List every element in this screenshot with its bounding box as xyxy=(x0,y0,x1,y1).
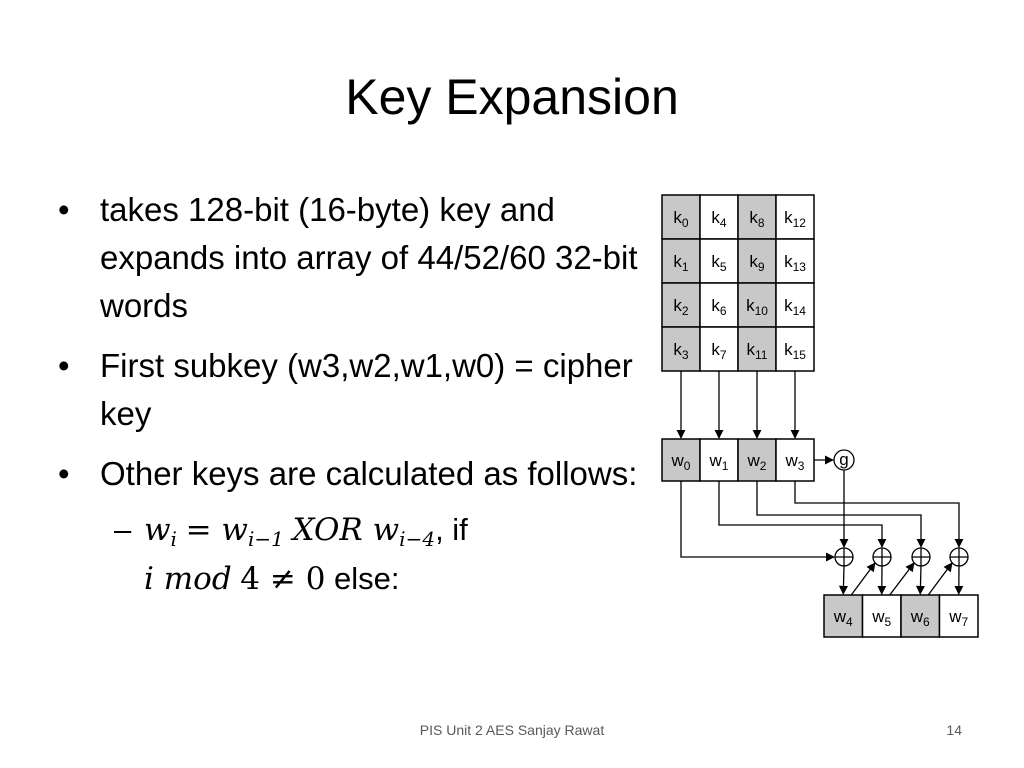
sub-bullet-dash: – xyxy=(114,512,132,547)
key-cell: k6 xyxy=(699,282,739,328)
svg-text:k10: k10 xyxy=(746,296,768,318)
word-cell: w1 xyxy=(699,438,739,482)
xor-icon xyxy=(834,547,854,567)
svg-text:k13: k13 xyxy=(784,252,806,274)
key-cell: k12 xyxy=(775,194,815,240)
word-cell: w2 xyxy=(737,438,777,482)
svg-text:w1: w1 xyxy=(709,451,729,473)
formula-wi-4: wi−4 xyxy=(372,512,436,551)
word-row: w0 w1 w2 w3 xyxy=(661,438,815,482)
xor-icon xyxy=(872,547,892,567)
bullet-text: takes 128-bit (16-byte) key and expands … xyxy=(100,191,638,324)
svg-text:w2: w2 xyxy=(747,451,767,473)
key-cell: k3 xyxy=(661,326,701,372)
key-cell: k11 xyxy=(737,326,777,372)
formula-equals: = xyxy=(185,512,222,548)
svg-text:w5: w5 xyxy=(871,607,891,629)
svg-text:k11: k11 xyxy=(747,340,768,362)
key-cell: k1 xyxy=(661,238,701,284)
arrow-line xyxy=(718,481,887,548)
svg-text:k4: k4 xyxy=(711,208,727,230)
svg-text:w0: w0 xyxy=(671,451,691,473)
footer-text: PIS Unit 2 AES Sanjay Rawat xyxy=(419,722,605,738)
svg-text:k2: k2 xyxy=(673,296,689,318)
xor-icon xyxy=(911,547,931,567)
formula-wi: wi xyxy=(144,512,177,551)
bullet-dot: • xyxy=(58,191,70,228)
svg-text:w4: w4 xyxy=(833,607,853,629)
arrow-line xyxy=(927,562,953,596)
arrow-line xyxy=(838,565,849,595)
arrow-line xyxy=(680,481,835,562)
g-function: g xyxy=(833,449,855,471)
formula-wi-1: wi−1 xyxy=(221,512,284,551)
page-number: 14 xyxy=(946,722,962,738)
key-cell: k9 xyxy=(737,238,777,284)
arrow-line xyxy=(850,562,876,596)
bullet-text: First subkey (w3,w2,w1,w0) = cipher key xyxy=(100,347,633,432)
svg-text:k14: k14 xyxy=(784,296,806,318)
arrow-line xyxy=(889,562,915,596)
bullet-list: • takes 128-bit (16-byte) key and expand… xyxy=(58,186,638,599)
bullet-item: • takes 128-bit (16-byte) key and expand… xyxy=(58,186,638,330)
word-cell: w3 xyxy=(775,438,815,482)
output-row: w4 w5 w6 w7 xyxy=(823,594,979,638)
connector-lines xyxy=(676,371,964,596)
g-function-circle xyxy=(833,449,855,471)
key-cell: k15 xyxy=(775,326,815,372)
svg-text:k15: k15 xyxy=(784,340,806,362)
formula-if: , if xyxy=(435,512,468,547)
svg-text:k3: k3 xyxy=(673,340,689,362)
output-word-cell: w4 xyxy=(823,594,864,638)
key-cell: k10 xyxy=(737,282,777,328)
g-function-label: g xyxy=(839,450,848,469)
slide-title: Key Expansion xyxy=(345,69,679,125)
key-expansion-diagram: k0 k4 k8 k12 k1 k5 k9 k13 k2 k6 k10 k14 k3 k7 k11 k15 w… xyxy=(661,194,979,638)
formula-else: else: xyxy=(325,561,400,596)
key-cell: k14 xyxy=(775,282,815,328)
key-cell: k8 xyxy=(737,194,777,240)
bullet-item: • Other keys are calculated as follows: xyxy=(58,450,638,498)
key-cell: k5 xyxy=(699,238,739,284)
bullet-dot: • xyxy=(58,455,70,492)
svg-text:k7: k7 xyxy=(711,340,727,362)
bullet-text: Other keys are calculated as follows: xyxy=(100,455,638,492)
arrow-line xyxy=(756,481,926,548)
output-word-cell: w5 xyxy=(861,594,902,638)
svg-text:k6: k6 xyxy=(711,296,727,318)
svg-text:w6: w6 xyxy=(910,607,930,629)
formula-xor: XOR xyxy=(292,512,373,548)
svg-text:k8: k8 xyxy=(749,208,765,230)
svg-text:w3: w3 xyxy=(785,451,805,473)
svg-text:k5: k5 xyxy=(711,252,727,274)
arrow-line xyxy=(915,565,926,595)
arrow-line xyxy=(794,481,964,548)
xor-icon xyxy=(949,547,969,567)
formula-condition-value: 4 ≠ 0 xyxy=(240,561,326,597)
bullet-dot: • xyxy=(58,347,70,384)
key-cell: k0 xyxy=(661,194,701,240)
sub-bullet-formula: – wi = wi−1 XOR wi−4, if i mod 4 ≠ 0 els… xyxy=(58,510,638,599)
key-cell: k7 xyxy=(699,326,739,372)
bullet-item: • First subkey (w3,w2,w1,w0) = cipher ke… xyxy=(58,342,638,438)
svg-text:k0: k0 xyxy=(673,208,689,230)
formula-condition: i mod xyxy=(144,561,232,597)
word-cell: w0 xyxy=(661,438,701,482)
key-cell: k4 xyxy=(699,194,739,240)
svg-text:k12: k12 xyxy=(784,208,806,230)
xor-gates xyxy=(834,547,969,567)
output-word-cell: w7 xyxy=(938,594,979,638)
output-word-cell: w6 xyxy=(900,594,941,638)
svg-text:k9: k9 xyxy=(749,252,765,274)
svg-text:w7: w7 xyxy=(948,607,968,629)
key-cell: k2 xyxy=(661,282,701,328)
svg-text:k1: k1 xyxy=(673,252,689,274)
key-grid: k0 k4 k8 k12 k1 k5 k9 k13 k2 k6 k10 k14 k3 k7 k11 k15 xyxy=(661,194,815,372)
key-cell: k13 xyxy=(775,238,815,284)
